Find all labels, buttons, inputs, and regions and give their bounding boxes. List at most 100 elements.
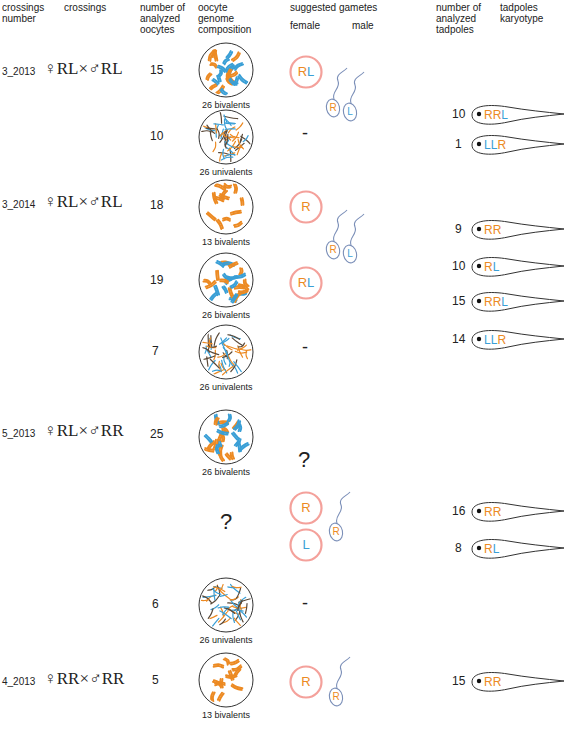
chromosome-spread — [211, 658, 242, 701]
column-header: tadpoles karyotype — [500, 2, 558, 24]
chromosome — [209, 442, 216, 450]
chromosome — [240, 349, 253, 350]
chromosome — [213, 370, 222, 371]
chromosome — [241, 198, 244, 205]
chromosome — [218, 67, 225, 72]
chromosome — [201, 599, 209, 601]
chromosome — [224, 608, 234, 614]
column-header: number of analyzed oocytes — [140, 2, 194, 35]
tadpole-eye — [477, 299, 481, 303]
chromosome — [224, 131, 227, 139]
chromosome — [216, 184, 226, 188]
chromosome — [224, 136, 234, 138]
oocyte-circle — [199, 43, 253, 97]
column-header: crossings number — [2, 2, 52, 24]
female-node: RL — [289, 55, 323, 89]
tadpole-eye — [477, 264, 481, 268]
karyotype-letter: L — [484, 333, 491, 347]
oocyte-caption: 13 bivalents — [191, 238, 261, 247]
table-cell: ♀RL×♂RL — [44, 60, 123, 79]
chromosome — [234, 362, 242, 372]
karyotype-letter: R — [493, 505, 502, 519]
karyotype-text: LLR — [484, 139, 506, 151]
chromosome — [221, 451, 224, 460]
table-cell: 3_2013 — [2, 66, 35, 77]
chromosome — [214, 350, 216, 360]
chromosome — [238, 76, 246, 83]
karyotype-letter: R — [484, 295, 493, 309]
karyotype-text: RL — [289, 276, 323, 289]
chromosome — [216, 286, 219, 295]
karyotype-letter: L — [501, 295, 508, 309]
chromosome — [220, 595, 228, 597]
table-cell: 19 — [150, 274, 163, 287]
table-cell: 10 — [150, 130, 163, 143]
chromosome — [210, 615, 217, 618]
chromosome — [223, 220, 230, 221]
chromosome — [229, 359, 230, 366]
chromosome — [223, 149, 225, 158]
chromosome — [206, 128, 215, 130]
oocyte-node: 26 bivalents — [191, 409, 261, 485]
chromosome — [228, 335, 240, 340]
karyotype-text: R — [289, 675, 323, 688]
table-cell: 25 — [150, 428, 163, 441]
tadpole-body — [472, 106, 564, 125]
chromosome — [203, 281, 209, 284]
karyotype-text: R — [326, 527, 346, 537]
chromosome — [232, 434, 237, 440]
karyotype-letter: R — [329, 102, 336, 113]
oocyte-caption: 26 univalents — [191, 383, 261, 392]
column-header: crossings — [64, 2, 106, 13]
karyotype-text: R — [323, 245, 343, 255]
chromosome — [220, 153, 222, 163]
chromosome — [213, 142, 216, 151]
karyotype-letter: L — [302, 537, 309, 552]
karyotype-letter: R — [493, 223, 502, 237]
karyotype-text: RL — [289, 65, 323, 78]
oocyte-circle — [199, 410, 253, 464]
karyotype-text: R — [289, 200, 323, 213]
oocyte-node: 26 bivalents — [191, 42, 261, 118]
chromosome — [215, 271, 218, 280]
table-cell: 14 — [452, 333, 465, 346]
chromosome — [229, 70, 231, 76]
oocyte-node: 26 univalents — [191, 577, 261, 653]
sperm-tail — [336, 492, 350, 523]
sperm-outline — [339, 72, 369, 122]
oocyte-circle — [199, 253, 253, 307]
chromosome — [208, 212, 216, 219]
chromosome — [211, 86, 217, 90]
oocyte-caption: 13 bivalents — [191, 711, 261, 720]
chromosome — [224, 274, 229, 279]
oocyte-caption: 26 bivalents — [191, 468, 261, 477]
chromosome — [236, 670, 240, 676]
chromosome — [233, 54, 239, 61]
table-cell: 5 — [152, 674, 159, 687]
chromosome-spread — [205, 414, 249, 460]
sperm-tail — [333, 68, 347, 99]
sperm-tail — [333, 210, 347, 241]
oocyte-caption: 26 univalents — [191, 636, 261, 645]
chromosome — [219, 153, 230, 155]
karyotype-letter: R — [298, 64, 307, 79]
chromosome — [236, 123, 243, 130]
karyotype-letter: R — [301, 500, 310, 515]
oocyte-node: 13 bivalents — [191, 652, 261, 728]
chromosome — [229, 415, 231, 421]
karyotype-letter: R — [329, 244, 336, 255]
sperm-node: L — [339, 214, 369, 264]
oocyte-node: 13 bivalents — [191, 179, 261, 255]
tadpole-eye — [477, 546, 481, 550]
oocyte-circle — [199, 110, 253, 164]
chromosome — [224, 115, 227, 122]
table-cell: 15 — [452, 675, 465, 688]
tadpole-body — [472, 673, 564, 692]
karyotype-text: RRL — [484, 296, 508, 308]
karyotype-letter: R — [298, 275, 307, 290]
table-cell: - — [302, 124, 308, 144]
karyotype-letter: L — [347, 248, 353, 259]
chromosome — [235, 275, 245, 278]
tadpole-node: RRL — [470, 103, 565, 127]
chromosome — [204, 356, 215, 359]
